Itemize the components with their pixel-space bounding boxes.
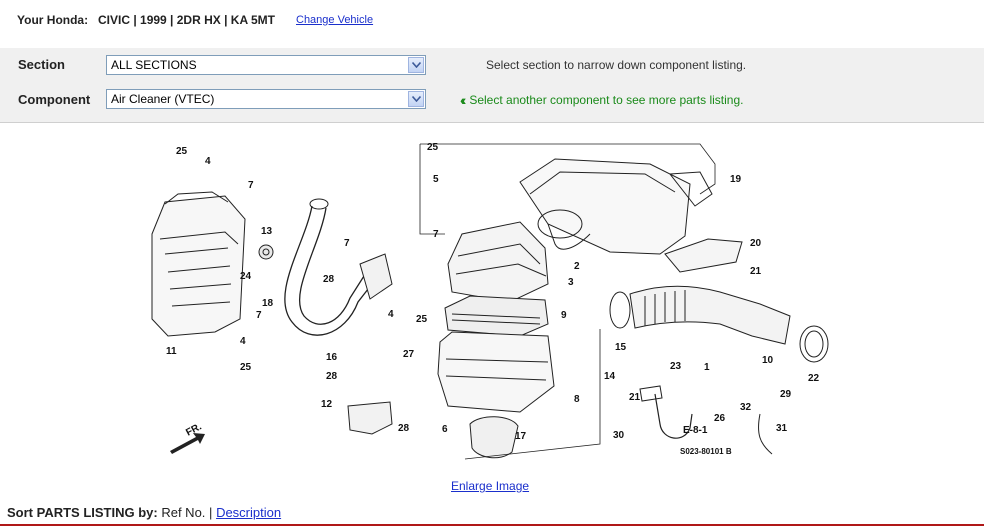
enlarge-image-link[interactable]: Enlarge Image — [451, 479, 530, 493]
sort-description-link[interactable]: Description — [216, 505, 282, 520]
callout-26: 26 — [714, 413, 726, 424]
component-select-value: Air Cleaner (VTEC) — [111, 92, 215, 106]
callout-11: 11 — [166, 346, 177, 357]
callout-25: 25 — [416, 314, 428, 325]
change-vehicle-link[interactable]: Change Vehicle — [296, 14, 374, 26]
parts-diagram-drawing: FR. 25 4 7 11 4 25 24 7 18 13 28 7 16 28… — [151, 142, 829, 460]
callout-19: 19 — [730, 174, 742, 185]
component-hint-text: Select another component to see more par… — [469, 93, 744, 107]
drawing-code: S023-80101 B — [680, 447, 732, 456]
footer-divider — [0, 524, 984, 526]
sort-label: Sort PARTS LISTING by: — [7, 505, 158, 520]
sort-separator: | — [209, 505, 213, 520]
callout-4: 4 — [388, 309, 394, 320]
callout-10: 10 — [762, 355, 774, 366]
callout-9: 9 — [561, 310, 567, 321]
callout-8: 8 — [574, 394, 580, 405]
callout-21: 21 — [750, 266, 762, 277]
callout-29: 29 — [780, 389, 792, 400]
callout-12: 12 — [321, 399, 333, 410]
vehicle-description: CIVIC | 1999 | 2DR HX | KA 5MT — [98, 13, 276, 27]
reference-label: E-8-1 — [683, 425, 708, 436]
callout-13: 13 — [261, 226, 273, 237]
callout-4: 4 — [205, 156, 211, 167]
callout-28: 28 — [323, 274, 335, 285]
chevron-down-icon[interactable] — [408, 57, 424, 73]
callout-25: 25 — [240, 362, 252, 373]
callout-4: 4 — [240, 336, 246, 347]
component-hint: ‹‹ Select another component to see more … — [460, 92, 743, 108]
callout-5: 5 — [433, 174, 439, 185]
callout-21: 21 — [629, 392, 641, 403]
filter-panel: Section ALL SECTIONS Select section to n… — [0, 48, 984, 123]
callout-28: 28 — [326, 371, 338, 382]
callout-25: 25 — [176, 146, 188, 157]
callout-1: 1 — [704, 362, 710, 373]
component-select[interactable]: Air Cleaner (VTEC) — [106, 89, 426, 109]
callout-25: 25 — [427, 142, 439, 153]
parts-diagram[interactable]: FR. 25 4 7 11 4 25 24 7 18 13 28 7 16 28… — [0, 124, 984, 496]
callout-17: 17 — [515, 431, 527, 442]
callout-24: 24 — [240, 271, 252, 282]
double-chevron-left-icon: ‹‹ — [460, 92, 467, 108]
front-direction-icon: FR. — [170, 421, 205, 454]
callout-2: 2 — [574, 261, 580, 272]
vehicle-bar: Your Honda: CIVIC | 1999 | 2DR HX | KA 5… — [0, 0, 984, 48]
your-honda-label: Your Honda: — [17, 13, 89, 27]
callout-14: 14 — [604, 371, 616, 382]
callout-31: 31 — [776, 423, 788, 434]
callout-28: 28 — [398, 423, 410, 434]
callout-7: 7 — [433, 229, 439, 240]
callout-27: 27 — [403, 349, 415, 360]
callout-30: 30 — [613, 430, 625, 441]
sort-ref-no: Ref No. — [161, 505, 206, 520]
callout-23: 23 — [670, 361, 682, 372]
callout-32: 32 — [740, 402, 752, 413]
callout-20: 20 — [750, 238, 762, 249]
section-hint: Select section to narrow down component … — [486, 58, 747, 72]
section-select[interactable]: ALL SECTIONS — [106, 55, 426, 75]
section-label: Section — [18, 57, 65, 72]
callout-16: 16 — [326, 352, 338, 363]
component-label: Component — [18, 92, 91, 107]
callout-6: 6 — [442, 424, 448, 435]
callout-22: 22 — [808, 373, 820, 384]
callout-18: 18 — [262, 298, 274, 309]
callout-3: 3 — [568, 277, 574, 288]
callout-15: 15 — [615, 342, 627, 353]
section-select-value: ALL SECTIONS — [111, 58, 197, 72]
sort-bar: Sort PARTS LISTING by: Ref No. | Descrip… — [7, 505, 281, 520]
callout-7: 7 — [256, 310, 262, 321]
chevron-down-icon[interactable] — [408, 91, 424, 107]
callout-7: 7 — [344, 238, 350, 249]
callout-7: 7 — [248, 180, 254, 191]
